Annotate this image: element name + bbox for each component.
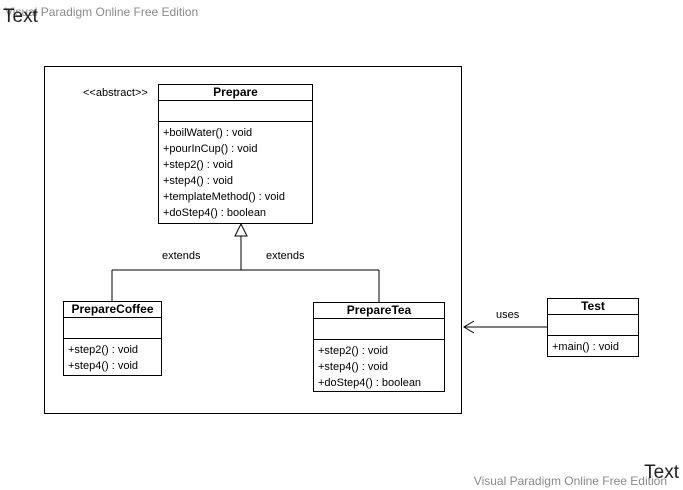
generalization-arrowhead [234, 222, 248, 237]
operation: +doStep4() : boolean [318, 377, 422, 389]
operations-compartment: +boilWater() : void +pourInCup() : void … [159, 122, 312, 221]
operation: +step2() : void [163, 159, 234, 171]
operations-compartment: +step2() : void +step4() : void [64, 339, 161, 374]
operation: +pourInCup() : void [163, 143, 258, 155]
class-test[interactable]: Test +main() : void [547, 298, 639, 357]
watermark-bottom: Visual Paradigm Online Free Edition [473, 474, 667, 488]
diagram-frame [44, 66, 462, 414]
operation: +step2() : void [318, 345, 389, 357]
operation: +doStep4() : boolean [163, 207, 267, 219]
class-prepare-coffee[interactable]: PrepareCoffee +step2() : void +step4() :… [63, 301, 162, 376]
operations-compartment: +main() : void [548, 336, 638, 355]
uses-label: uses [496, 309, 520, 321]
operations-compartment: +step2() : void +step4() : void +doStep4… [314, 340, 444, 391]
attributes-compartment [64, 318, 161, 339]
operation: +boilWater() : void [163, 127, 253, 139]
class-prepare[interactable]: Prepare +boilWater() : void +pourInCup()… [158, 84, 313, 224]
class-name: Test [548, 299, 638, 315]
extends-label-right: extends [266, 250, 305, 262]
operation: +main() : void [552, 341, 619, 353]
operation: +step2() : void [68, 344, 139, 356]
text-label-bottom-right: Text [644, 462, 679, 483]
attributes-compartment [548, 315, 638, 336]
attributes-compartment [159, 101, 312, 122]
operation: +templateMethod() : void [163, 191, 285, 203]
stereotype-abstract: <<abstract>> [83, 87, 148, 99]
class-name: PrepareTea [314, 303, 444, 319]
watermark-top: Visual Paradigm Online Free Edition [5, 5, 199, 19]
operation: +step4() : void [68, 360, 139, 372]
uses-arrowhead [463, 320, 475, 334]
class-prepare-tea[interactable]: PrepareTea +step2() : void +step4() : vo… [313, 302, 445, 392]
text-label-top-left: Text [3, 6, 38, 27]
class-name: PrepareCoffee [64, 302, 161, 318]
extends-label-left: extends [162, 250, 201, 262]
class-name: Prepare [159, 85, 312, 101]
operation: +step4() : void [318, 361, 389, 373]
attributes-compartment [314, 319, 444, 340]
operation: +step4() : void [163, 175, 234, 187]
